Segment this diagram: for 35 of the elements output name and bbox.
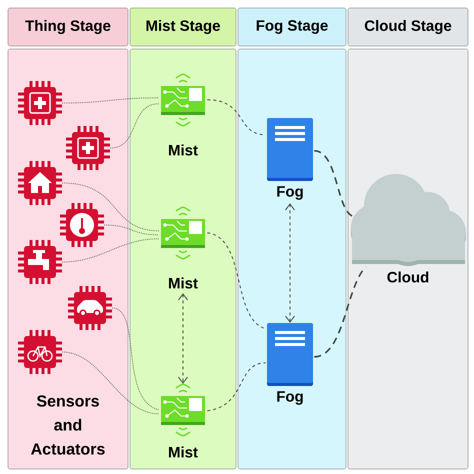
sensor-chip-icon: [18, 161, 62, 205]
sensor-chip-icon: [18, 240, 62, 284]
node-label: Cloud: [387, 271, 428, 283]
connector-line: [206, 232, 266, 330]
node-label: Fog: [277, 186, 303, 200]
sensor-chip-icon: [18, 330, 62, 374]
connector-line: [110, 103, 160, 148]
node-label: Cloud Stage: [364, 20, 452, 34]
fog-server: Fog: [267, 323, 313, 405]
connector-line: [62, 352, 160, 414]
node-label: Mist Stage: [146, 20, 220, 34]
node-label: Mist: [169, 144, 198, 156]
sensor-chip-icon: [66, 126, 110, 170]
connector-line: [62, 97, 160, 104]
connector-line: [62, 182, 160, 232]
sensor-chip-icon: [60, 203, 104, 247]
connector-line: [206, 362, 266, 412]
arrow: [178, 293, 188, 384]
connector-line: [62, 238, 160, 262]
mist-device: Mist: [161, 206, 205, 288]
sensor-chip-icon: [68, 286, 112, 330]
arrow: [285, 203, 295, 323]
fog-server: Fog: [267, 118, 313, 200]
connector-line: [206, 99, 266, 136]
node-label: Fog: [277, 391, 303, 405]
mist-device: Mist: [161, 384, 205, 458]
connector-line: [314, 266, 366, 358]
connector-line: [104, 224, 160, 236]
sensor-chip-icon: [18, 81, 62, 125]
node-label: Mist: [169, 277, 198, 289]
node-label: Fog Stage: [256, 20, 328, 34]
node-label: Thing Stage: [25, 20, 110, 34]
mist-device: Mist: [161, 74, 205, 156]
node-label: Mist: [169, 446, 198, 458]
connector-line: [112, 308, 160, 410]
